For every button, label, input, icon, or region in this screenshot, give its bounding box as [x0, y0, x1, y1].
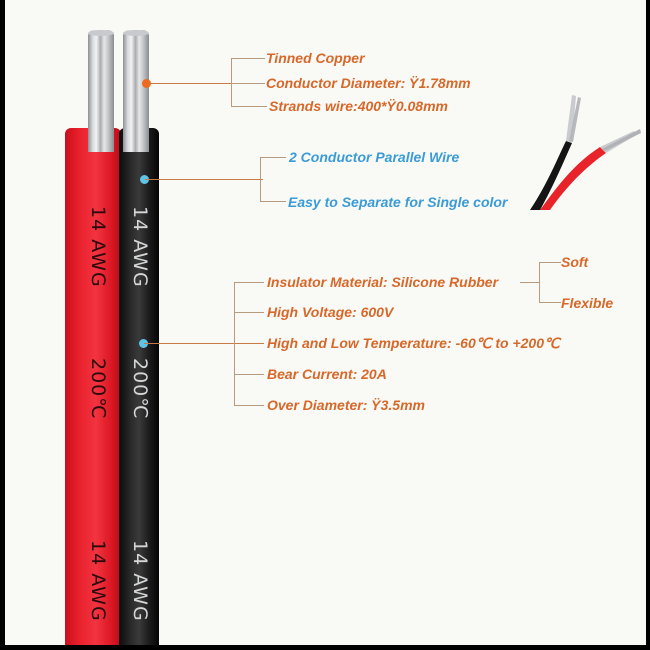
bracket-tick [260, 157, 286, 158]
black-wire-print-2: 200℃ [129, 358, 151, 420]
bracket-tick [234, 282, 264, 283]
parallel-wire-label: 2 Conductor Parallel Wire [289, 149, 460, 165]
conductor-leader-line [147, 83, 235, 84]
insulation-marker-icon [139, 339, 148, 348]
red-wire-conductor [88, 30, 114, 152]
red-wire-insulation [65, 128, 121, 645]
black-wire-print-1: 14 AWG [129, 206, 151, 288]
red-wire-print-2: 200℃ [87, 358, 109, 420]
tinned-copper-label: Tinned Copper [266, 50, 365, 66]
material-sub-leader [520, 282, 540, 283]
wire-type-marker-icon [140, 175, 149, 184]
bracket-tick [231, 58, 265, 59]
wire-type-bracket [260, 157, 261, 202]
conductor-marker-icon [142, 79, 151, 88]
bracket-tick [539, 302, 561, 303]
bracket-tick [234, 312, 264, 313]
bracket-tick [260, 201, 286, 202]
insulation-leader-line [144, 343, 264, 344]
high-voltage-label: High Voltage: 600V [267, 304, 394, 320]
easy-separate-label: Easy to Separate for Single color [288, 194, 508, 210]
flexible-label: Flexible [561, 295, 614, 311]
bracket-tick [234, 405, 264, 406]
soft-label: Soft [561, 254, 589, 270]
strands-wire-label: Strands wire:400*Ÿ0.08mm [269, 98, 448, 114]
conductor-bracket [231, 58, 232, 106]
conductor-diameter-label: Conductor Diameter: Ÿ1.78mm [266, 75, 471, 91]
product-image: 14 AWG 200℃ 14 AWG 14 AWG 200℃ 14 AWG Ti… [5, 0, 646, 645]
bracket-tick [539, 262, 561, 263]
red-wire-print-1: 14 AWG [87, 206, 109, 288]
red-wire-print-3: 14 AWG [87, 540, 109, 622]
black-wire-insulation [119, 128, 159, 645]
insulation-bracket [234, 282, 235, 406]
temperature-label: High and Low Temperature: -60℃ to +200℃ [267, 335, 560, 351]
bear-current-label: Bear Current: 20A [267, 366, 387, 382]
material-sub-bracket [539, 262, 540, 302]
insulator-material-label: Insulator Material: Silicone Rubber [267, 274, 499, 290]
black-wire-print-3: 14 AWG [129, 540, 151, 622]
separated-wire-image [530, 95, 641, 210]
bracket-tick [231, 83, 265, 84]
bracket-tick [234, 374, 264, 375]
black-wire-conductor [123, 30, 149, 152]
over-diameter-label: Over Diameter: Ÿ3.5mm [267, 397, 425, 413]
wire-type-leader-line [145, 179, 263, 180]
bracket-tick [231, 106, 267, 107]
